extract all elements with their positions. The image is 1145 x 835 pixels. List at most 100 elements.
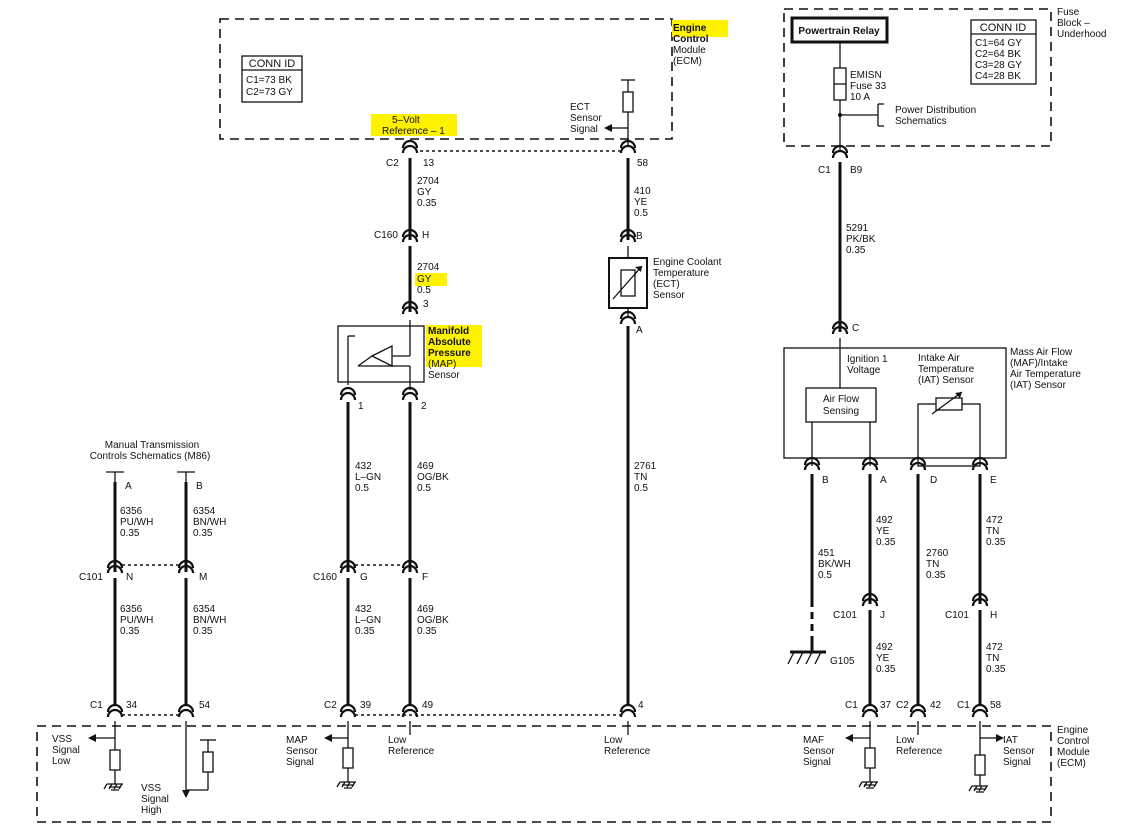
- ect-signal-1: ECT: [570, 102, 590, 113]
- label-fuse-block-conn-id-rows-3: C4=28 BK: [975, 71, 1021, 82]
- ect-signal-3: Signal: [570, 124, 598, 135]
- label-components-iat-2: (IAT) Sensor: [918, 375, 975, 386]
- label-connectors-b-54: 54: [199, 700, 211, 711]
- label-fuse-block-pwr-dist-0: Power Distribution: [895, 105, 976, 116]
- ecm-conn-id-header: CONN ID: [249, 58, 296, 70]
- label-wires-w2761-2: 0.5: [634, 483, 648, 494]
- label-ecm-bottom-map-signal-0: MAP: [286, 735, 308, 746]
- label-wires-w472a-2: 0.35: [986, 537, 1006, 548]
- label-connectors-b-58: 58: [990, 700, 1002, 711]
- label-ecm-bottom-vss-high-1: Signal: [141, 794, 169, 805]
- label-fuse-block-fuse-1: Fuse 33: [850, 81, 887, 92]
- label-wires-w2760-1: TN: [926, 559, 939, 570]
- label-connectors-c160: C160: [313, 572, 337, 583]
- label-components-iat-1: Temperature: [918, 364, 975, 375]
- ecm-top-box: Engine Control Module (ECM) CONN ID C1=7…: [219, 18, 728, 147]
- label-ecm-bottom-iat-signal-1: Sensor: [1003, 746, 1035, 757]
- ref-highlight: [371, 114, 457, 136]
- label-wires-w492a-2: 0.35: [876, 537, 896, 548]
- label-components-map-3: (MAP): [428, 359, 456, 370]
- ground-vss-low: [103, 783, 124, 791]
- label-wires-w6354a-0: 6354: [193, 506, 216, 517]
- label-wires-w469a-1: OG/BK: [417, 472, 449, 483]
- label-ecm-bottom-maf-signal-1: Sensor: [803, 746, 835, 757]
- ecm-top-highlight: [672, 20, 728, 37]
- label-connectors-c101-m: M: [199, 572, 207, 583]
- ground-map: [336, 781, 357, 789]
- label-fuse-block-title-1: Block –: [1057, 18, 1090, 29]
- label-components-maf-1: (MAF)/Intake: [1010, 358, 1068, 369]
- label-ecm-bottom-vss-low-0: VSS: [52, 734, 72, 745]
- conn-c2-42: [909, 703, 927, 719]
- label-ecm-bottom-iat-signal-2: Signal: [1003, 757, 1031, 768]
- label-wires-w6356a-2: 0.35: [120, 528, 140, 539]
- ground-maf: [858, 781, 879, 789]
- label-connectors-c160-f: F: [422, 572, 428, 583]
- label-components-maf-2: Air Temperature: [1010, 369, 1081, 380]
- ecm-conn-id-row-1: C1=73 BK: [246, 75, 292, 86]
- conn-c2-4: [619, 703, 637, 719]
- label-fuse-block-title-0: Fuse: [1057, 7, 1080, 18]
- ecm-conn-id-row-2: C2=73 GY: [246, 87, 293, 98]
- powertrain-relay: [790, 16, 889, 44]
- label-wires-w451-1: BK/WH: [818, 559, 851, 570]
- label-wires-w6354a-1: BN/WH: [193, 517, 226, 528]
- label-connectors-map-3: 3: [423, 299, 429, 310]
- label-components-iat-0: Intake Air: [918, 353, 960, 364]
- fuse-conn-id-table: CONN ID C1=64 GY C2=64 BK C3=28 GY C4=28…: [970, 19, 1037, 85]
- label-wires-w469a-2: 0.5: [417, 483, 431, 494]
- label-connectors-b9: B9: [850, 165, 863, 176]
- label-wires-w469a-0: 469: [417, 461, 434, 472]
- label-components-ign-1: Voltage: [847, 365, 881, 376]
- label-components-map-4: Sensor: [428, 370, 460, 381]
- label-connectors-c101: C101: [79, 572, 103, 583]
- label-wires-w492b-1: YE: [876, 653, 890, 664]
- label-wires-w451-2: 0.5: [818, 570, 832, 581]
- label-fuse-block-conn-id-rows-0: C1=64 GY: [975, 38, 1022, 49]
- ect-signal-2: Sensor: [570, 113, 602, 124]
- label-connectors-maf-a: A: [880, 475, 887, 486]
- label-ecm-bottom-iat-signal-0: IAT: [1003, 735, 1018, 746]
- air-flow-sensing-box: [805, 387, 877, 423]
- label-connectors-c1-top: C1: [818, 165, 831, 176]
- label-ecm-bottom-maf-signal-2: Signal: [803, 757, 831, 768]
- ecm-conn-id-table: CONN ID C1=73 BK C2=73 GY: [241, 55, 303, 103]
- label-wires-w6356a-1: PU/WH: [120, 517, 153, 528]
- label-wires-w472a-1: TN: [986, 526, 999, 537]
- label-wires-w432a-0: 432: [355, 461, 372, 472]
- label-ecm-bottom-vss-low-2: Low: [52, 756, 71, 767]
- label-wires-w492a-0: 492: [876, 515, 893, 526]
- label-wires-w2761-0: 2761: [634, 461, 657, 472]
- map-sensor: Manifold Absolute Pressure (MAP) Sensor: [337, 320, 482, 390]
- label-wires-w2704b-2: 0.5: [417, 285, 431, 296]
- label-wires-w432b-2: 0.35: [355, 626, 375, 637]
- label-wires-w469b-1: OG/BK: [417, 615, 449, 626]
- ecm-bottom-box: Engine Control Module (ECM): [36, 725, 1090, 823]
- label-connectors-c160-h: H: [422, 230, 429, 241]
- label-ecm-bottom-map-signal-2: Signal: [286, 757, 314, 768]
- label-connectors-maf-e: E: [990, 475, 997, 486]
- label-connectors-b-c1-b: C1: [845, 700, 858, 711]
- label-connectors-map-2: 2: [421, 401, 427, 412]
- label-wires-w432a-1: L–GN: [355, 472, 381, 483]
- label-ecm-bottom-low-ref-c-0: Low: [896, 735, 915, 746]
- label-components-map-0: Manifold: [428, 326, 469, 337]
- ecm-top-title-3: Module: [673, 45, 706, 56]
- label-wires-w432b-0: 432: [355, 604, 372, 615]
- label-ecm-bottom-low-ref-c-1: Reference: [896, 746, 943, 757]
- label-wires-w6354b-2: 0.35: [193, 626, 213, 637]
- label-connectors-b-49: 49: [422, 700, 434, 711]
- label-wires-w6356b-0: 6356: [120, 604, 143, 615]
- label-fuse-block-conn-id-rows-2: C3=28 GY: [975, 60, 1022, 71]
- label-connectors-b-4: 4: [638, 700, 644, 711]
- label-wires-w410-0: 410: [634, 186, 651, 197]
- label-fuse-block-relay: Powertrain Relay: [798, 26, 880, 37]
- conn-c1-58: [971, 703, 989, 719]
- label-components-airflow-0: Air Flow: [823, 394, 860, 405]
- label-fuse-block-pwr-dist-1: Schematics: [895, 116, 947, 127]
- label-wires-w6354a-2: 0.35: [193, 528, 213, 539]
- ect-signal-arrow: [604, 124, 612, 132]
- label-connectors-c2-13: 13: [423, 158, 435, 169]
- label-connectors-map-1: 1: [358, 401, 364, 412]
- label-connectors-c101: C101: [833, 610, 857, 621]
